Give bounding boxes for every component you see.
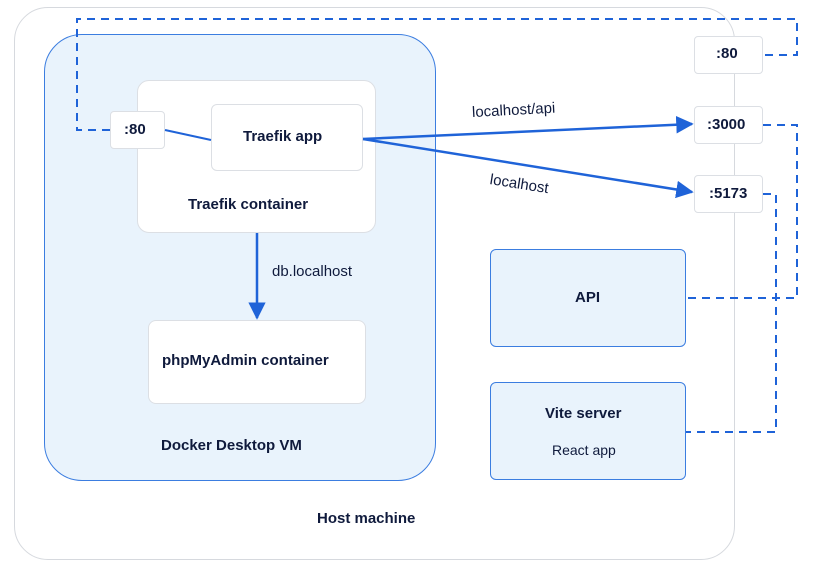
vm-port-80-box bbox=[110, 111, 165, 149]
wire-port80-mapping bbox=[76, 18, 798, 131]
docker-vm-label: Docker Desktop VM bbox=[161, 437, 302, 454]
wire-port3000-to-api bbox=[686, 124, 798, 299]
vm-port-80-label: :80 bbox=[124, 121, 146, 138]
vite-server-box bbox=[490, 382, 686, 480]
host-port-5173-box bbox=[694, 175, 763, 213]
react-app-label: React app bbox=[552, 442, 616, 458]
edge-label-db-route: db.localhost bbox=[272, 263, 353, 280]
phpmyadmin-container-label: phpMyAdmin container bbox=[162, 352, 329, 369]
host-port-5173-label: :5173 bbox=[709, 185, 748, 202]
host-port-80-box bbox=[694, 36, 763, 74]
traefik-app-label: Traefik app bbox=[243, 128, 323, 145]
arrow-traefik-to-5173 bbox=[362, 137, 694, 199]
host-machine-label: Host machine bbox=[317, 510, 416, 527]
vite-server-label: Vite server bbox=[545, 405, 622, 422]
api-box bbox=[490, 249, 686, 347]
wire-port5173-to-vite bbox=[686, 193, 777, 433]
traefik-app-box bbox=[211, 104, 363, 171]
traefik-container-label: Traefik container bbox=[188, 196, 309, 213]
arrow-traefik-to-3000 bbox=[362, 115, 694, 141]
api-label: API bbox=[575, 289, 601, 306]
host-port-3000-box bbox=[694, 106, 763, 144]
phpmyadmin-container-box bbox=[148, 320, 366, 404]
host-port-80-label: :80 bbox=[716, 45, 738, 62]
wire-port80-to-traefik bbox=[164, 129, 212, 141]
host-port-3000-label: :3000 bbox=[707, 116, 746, 133]
